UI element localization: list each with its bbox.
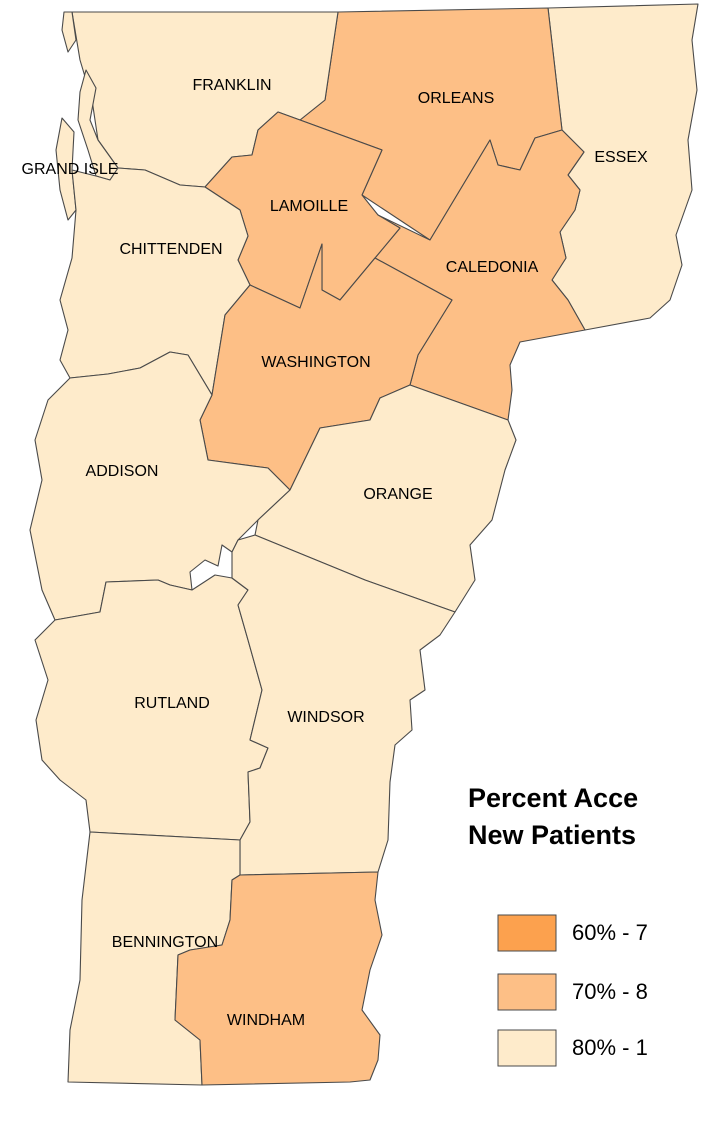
county-label-washington: WASHINGTON [261, 354, 370, 371]
county-grand-isle-island [55, 117, 77, 221]
county-labels: FRANKLIN GRAND ISLE ORLEANS ESSEX LAMOIL… [22, 77, 648, 1029]
county-label-bennington: BENNINGTON [112, 934, 218, 951]
county-label-windham: WINDHAM [227, 1012, 305, 1029]
county-label-orange: ORANGE [363, 486, 432, 503]
county-label-orleans: ORLEANS [418, 90, 494, 107]
legend-label-0: 60% - 7 [572, 920, 648, 945]
county-grand-isle-north [61, 11, 77, 53]
county-windham [174, 871, 383, 1086]
legend-label-1: 70% - 8 [572, 979, 648, 1004]
county-label-windsor: WINDSOR [287, 709, 364, 726]
county-label-lamoille: LAMOILLE [270, 198, 348, 215]
county-label-addison: ADDISON [86, 463, 159, 480]
legend-title-line2: New Patients [468, 820, 636, 850]
county-label-grand-isle: GRAND ISLE [22, 161, 119, 178]
legend-title-line1: Percent Acce [468, 783, 638, 813]
county-label-rutland: RUTLAND [134, 695, 210, 712]
legend: Percent Acce New Patients 60% - 7 70% - … [468, 783, 648, 1067]
legend-swatch-1 [497, 973, 557, 1011]
county-label-chittenden: CHITTENDEN [119, 241, 222, 258]
legend-label-2: 80% - 1 [572, 1035, 648, 1060]
legend-swatch-2 [497, 1029, 557, 1067]
county-label-essex: ESSEX [594, 149, 648, 166]
legend-swatch-0 [497, 914, 557, 952]
county-label-caledonia: CALEDONIA [446, 259, 539, 276]
county-shapes [29, 3, 699, 1086]
county-label-franklin: FRANKLIN [192, 77, 271, 94]
county-addison [29, 351, 291, 621]
